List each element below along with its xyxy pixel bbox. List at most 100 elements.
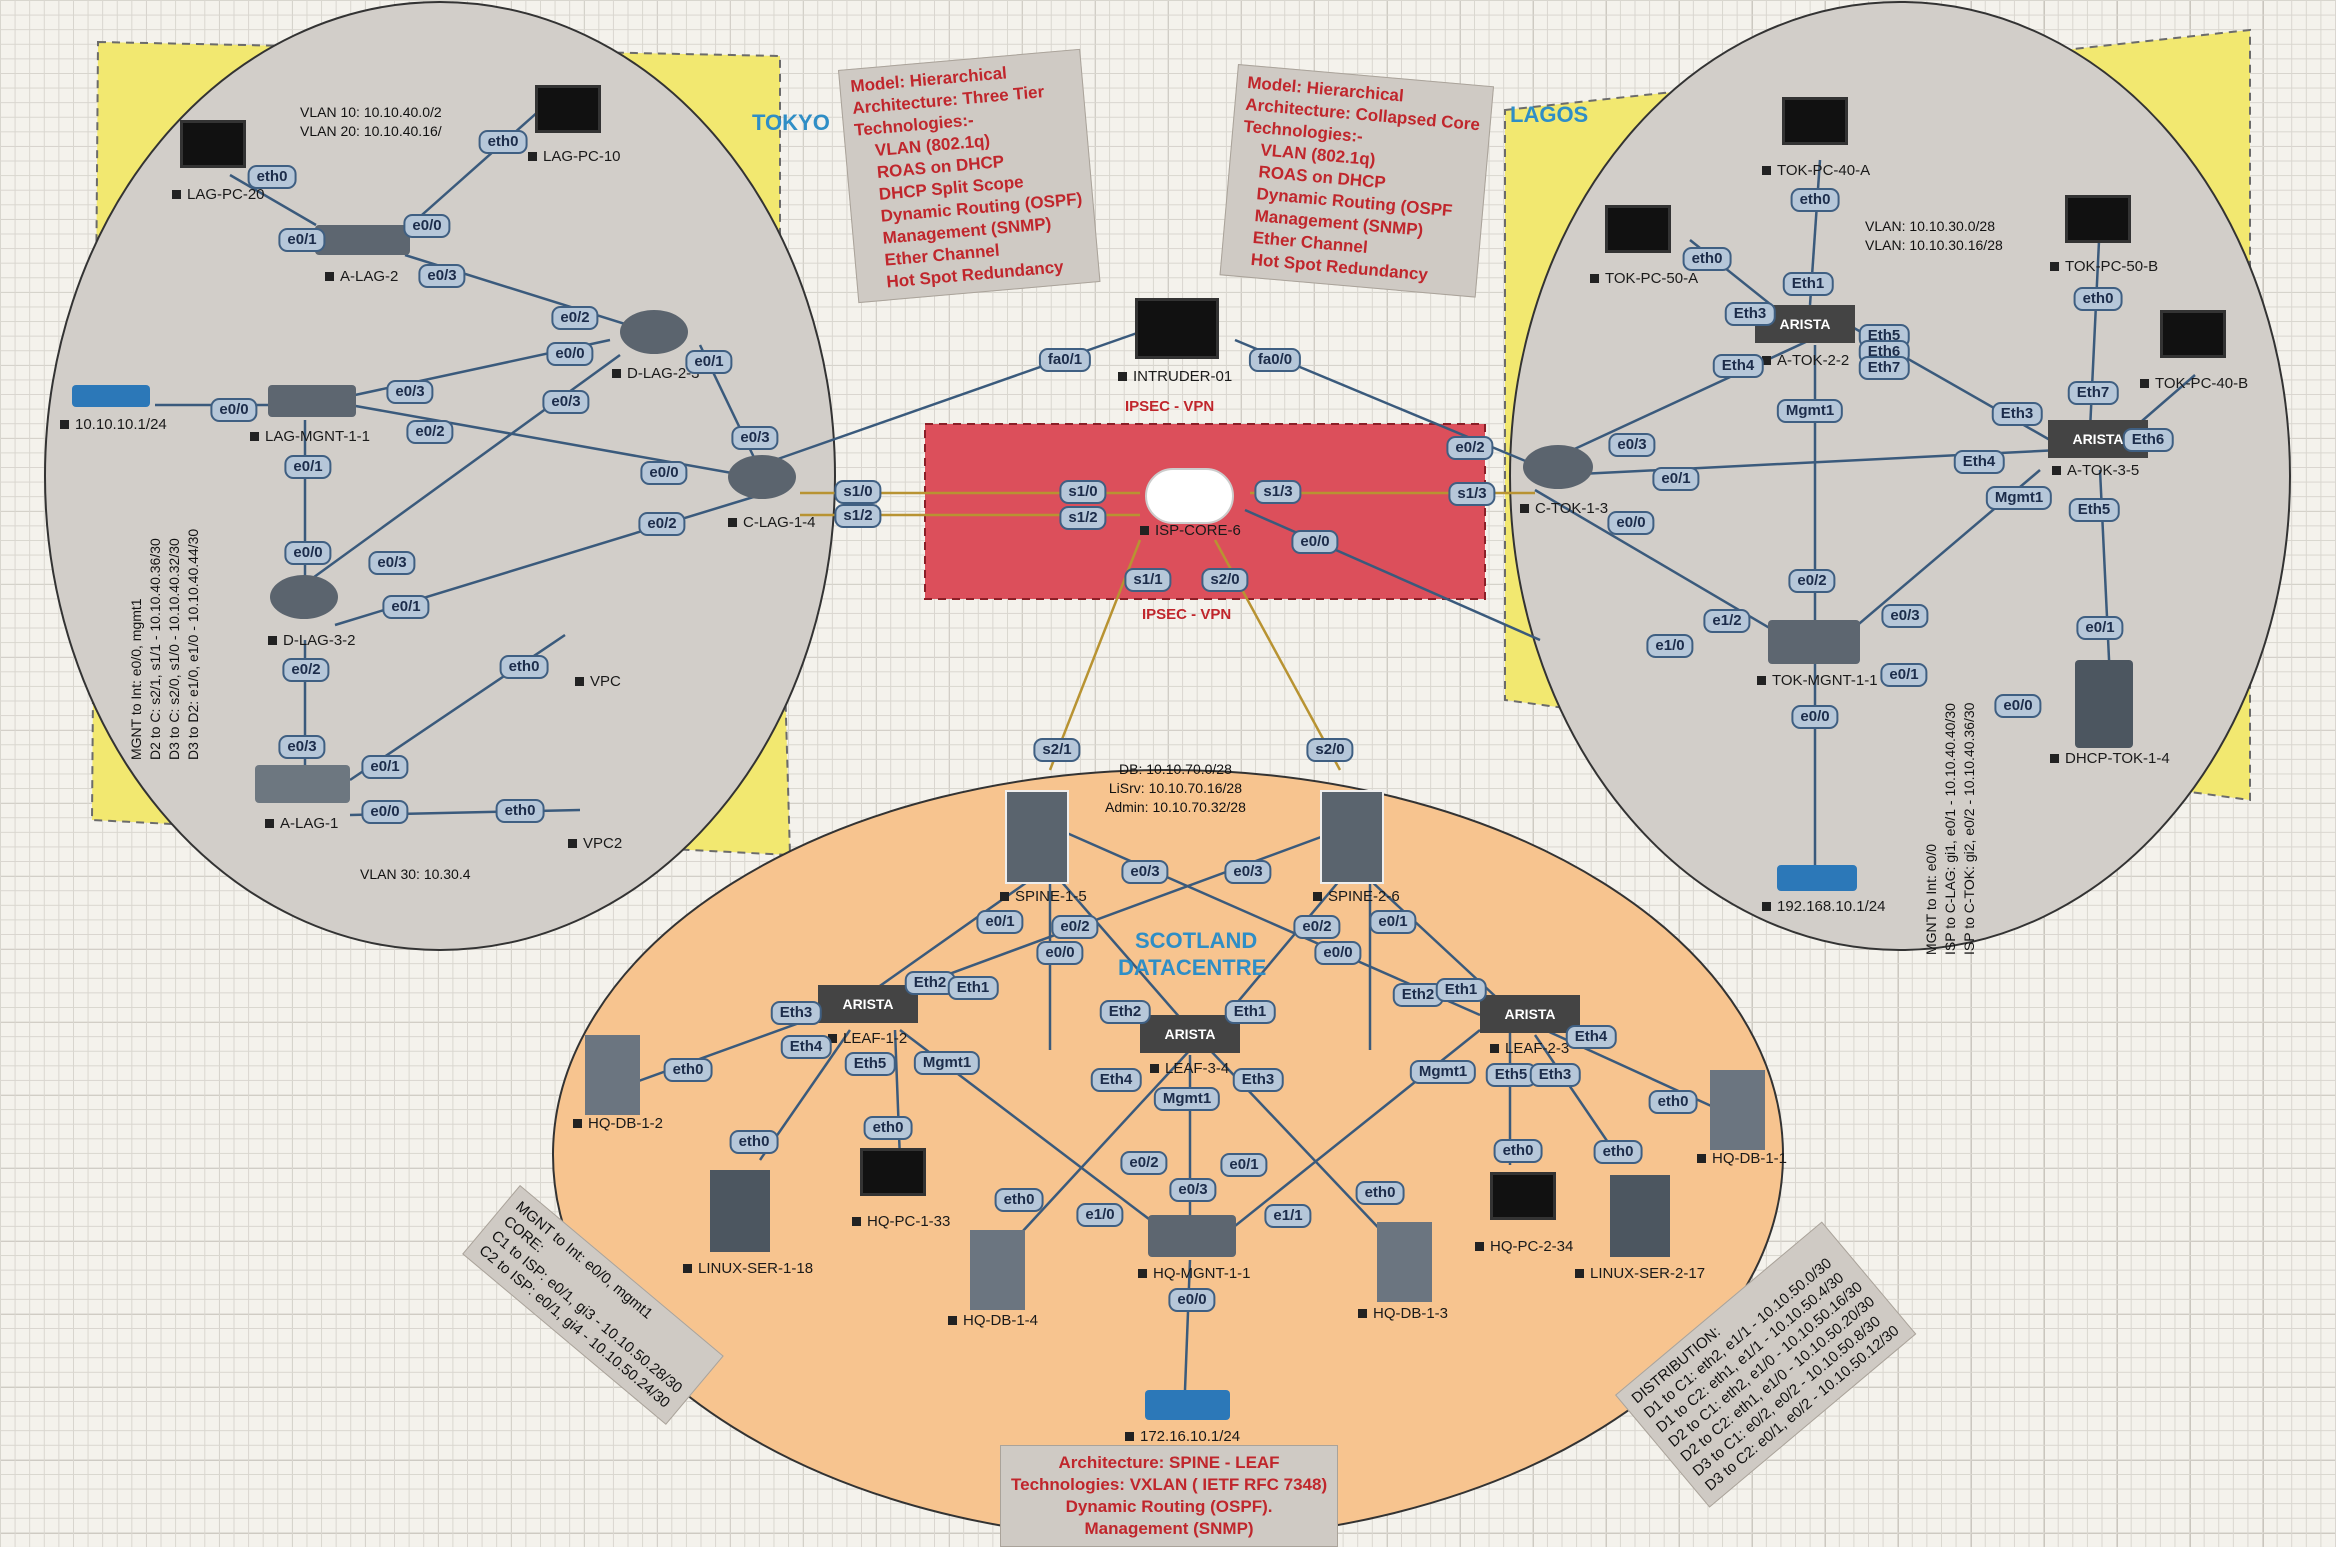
port-tag[interactable]: e0/1	[278, 228, 326, 252]
port-tag[interactable]: e0/1	[1220, 1153, 1268, 1177]
port-tag[interactable]: e0/3	[1121, 860, 1169, 884]
port-tag[interactable]: Eth3	[770, 1001, 822, 1025]
port-tag[interactable]: e0/0	[1791, 705, 1839, 729]
port-tag[interactable]: Eth3	[1991, 402, 2043, 426]
port-tag[interactable]: Mgmt1	[1985, 486, 2053, 510]
port-tag[interactable]: e0/1	[976, 910, 1024, 934]
port-tag[interactable]: Mgmt1	[913, 1051, 981, 1075]
port-tag[interactable]: Eth2	[1099, 1000, 1151, 1024]
port-tag[interactable]: e0/0	[1168, 1288, 1216, 1312]
port-tag[interactable]: s1/2	[1059, 506, 1107, 530]
monitor-icon[interactable]	[860, 1148, 926, 1196]
port-tag[interactable]: eth0	[499, 655, 549, 679]
router-icon[interactable]	[620, 310, 688, 354]
port-tag[interactable]: e1/1	[1264, 1204, 1312, 1228]
cloud-icon[interactable]	[1145, 468, 1234, 524]
server-icon[interactable]	[1377, 1222, 1432, 1302]
port-tag[interactable]: e0/0	[284, 541, 332, 565]
port-tag[interactable]: e0/1	[284, 455, 332, 479]
port-tag[interactable]: Eth2	[904, 971, 956, 995]
port-tag[interactable]: e0/2	[1788, 569, 1836, 593]
port-tag[interactable]: e0/2	[1293, 915, 1341, 939]
port-tag[interactable]: Eth1	[947, 976, 999, 1000]
cloud-network-icon[interactable]	[1145, 1390, 1230, 1420]
port-tag[interactable]: e0/3	[1881, 604, 1929, 628]
port-tag[interactable]: e0/2	[1446, 436, 1494, 460]
port-tag[interactable]: e0/1	[685, 350, 733, 374]
port-tag[interactable]: e0/3	[542, 390, 590, 414]
port-tag[interactable]: e0/2	[551, 306, 599, 330]
port-tag[interactable]: e0/0	[210, 398, 258, 422]
server-icon[interactable]	[2075, 660, 2133, 748]
switch-icon[interactable]	[1148, 1215, 1236, 1257]
port-tag[interactable]: eth0	[1648, 1090, 1698, 1114]
port-tag[interactable]: e0/1	[361, 755, 409, 779]
port-tag[interactable]: Eth5	[2068, 498, 2120, 522]
port-tag[interactable]: s2/0	[1201, 568, 1249, 592]
port-tag[interactable]: e0/3	[386, 380, 434, 404]
port-tag[interactable]: e0/1	[1880, 663, 1928, 687]
port-tag[interactable]: Eth1	[1435, 978, 1487, 1002]
monitor-icon[interactable]	[2065, 195, 2131, 243]
port-tag[interactable]: eth0	[1593, 1140, 1643, 1164]
switch-icon[interactable]	[255, 765, 350, 803]
cloud-network-icon[interactable]	[1777, 865, 1857, 891]
port-tag[interactable]: e0/0	[1314, 941, 1362, 965]
port-tag[interactable]: fa0/0	[1248, 348, 1302, 372]
port-tag[interactable]: Eth3	[1724, 302, 1776, 326]
port-tag[interactable]: fa0/1	[1038, 348, 1092, 372]
port-tag[interactable]: e1/0	[1646, 634, 1694, 658]
monitor-icon[interactable]	[180, 120, 246, 168]
port-tag[interactable]: e0/1	[2076, 616, 2124, 640]
port-tag[interactable]: e1/2	[1703, 609, 1751, 633]
monitor-icon[interactable]	[535, 85, 601, 133]
switch-icon[interactable]	[315, 225, 410, 255]
monitor-icon[interactable]	[1490, 1172, 1556, 1220]
port-tag[interactable]: e0/0	[1036, 941, 1084, 965]
port-tag[interactable]: e0/3	[368, 551, 416, 575]
port-tag[interactable]: e0/3	[1224, 860, 1272, 884]
arista-switch-icon[interactable]: ARISTA	[1140, 1015, 1240, 1053]
port-tag[interactable]: Eth1	[1782, 272, 1834, 296]
port-tag[interactable]: e0/0	[361, 800, 409, 824]
port-tag[interactable]: eth0	[1790, 188, 1840, 212]
port-tag[interactable]: e0/0	[546, 342, 594, 366]
port-tag[interactable]: eth0	[729, 1130, 779, 1154]
port-tag[interactable]: e0/0	[1291, 530, 1339, 554]
router-icon[interactable]	[728, 455, 796, 499]
port-tag[interactable]: e0/0	[640, 461, 688, 485]
switch-icon[interactable]	[268, 385, 356, 417]
port-tag[interactable]: s2/1	[1033, 738, 1081, 762]
port-tag[interactable]: s1/0	[1059, 480, 1107, 504]
port-tag[interactable]: Eth5	[844, 1052, 896, 1076]
spine-switch-icon[interactable]	[1005, 790, 1069, 884]
port-tag[interactable]: Eth4	[1090, 1068, 1142, 1092]
server-icon[interactable]	[970, 1230, 1025, 1310]
spine-switch-icon[interactable]	[1320, 790, 1384, 884]
server-icon[interactable]	[1710, 1070, 1765, 1150]
port-tag[interactable]: eth0	[495, 799, 545, 823]
linux-server-icon[interactable]	[1610, 1175, 1670, 1257]
monitor-icon[interactable]	[1782, 97, 1848, 145]
port-tag[interactable]: e0/2	[1051, 915, 1099, 939]
monitor-icon[interactable]	[1605, 205, 1671, 253]
switch-icon[interactable]	[1768, 620, 1860, 664]
port-tag[interactable]: s1/2	[834, 504, 882, 528]
router-icon[interactable]	[270, 575, 338, 619]
server-icon[interactable]	[585, 1035, 640, 1115]
intruder-monitor-icon[interactable]	[1135, 298, 1219, 359]
port-tag[interactable]: e0/2	[638, 512, 686, 536]
port-tag[interactable]: s2/0	[1306, 738, 1354, 762]
port-tag[interactable]: Eth7	[1858, 356, 1910, 380]
port-tag[interactable]: eth0	[1355, 1181, 1405, 1205]
port-tag[interactable]: e0/1	[1369, 910, 1417, 934]
port-tag[interactable]: e1/0	[1076, 1203, 1124, 1227]
port-tag[interactable]: e0/3	[278, 735, 326, 759]
port-tag[interactable]: s1/3	[1448, 482, 1496, 506]
port-tag[interactable]: eth0	[1682, 247, 1732, 271]
port-tag[interactable]: e0/0	[403, 214, 451, 238]
port-tag[interactable]: Eth4	[780, 1035, 832, 1059]
linux-server-icon[interactable]	[710, 1170, 770, 1252]
port-tag[interactable]: s1/3	[1254, 480, 1302, 504]
port-tag[interactable]: e0/1	[382, 595, 430, 619]
